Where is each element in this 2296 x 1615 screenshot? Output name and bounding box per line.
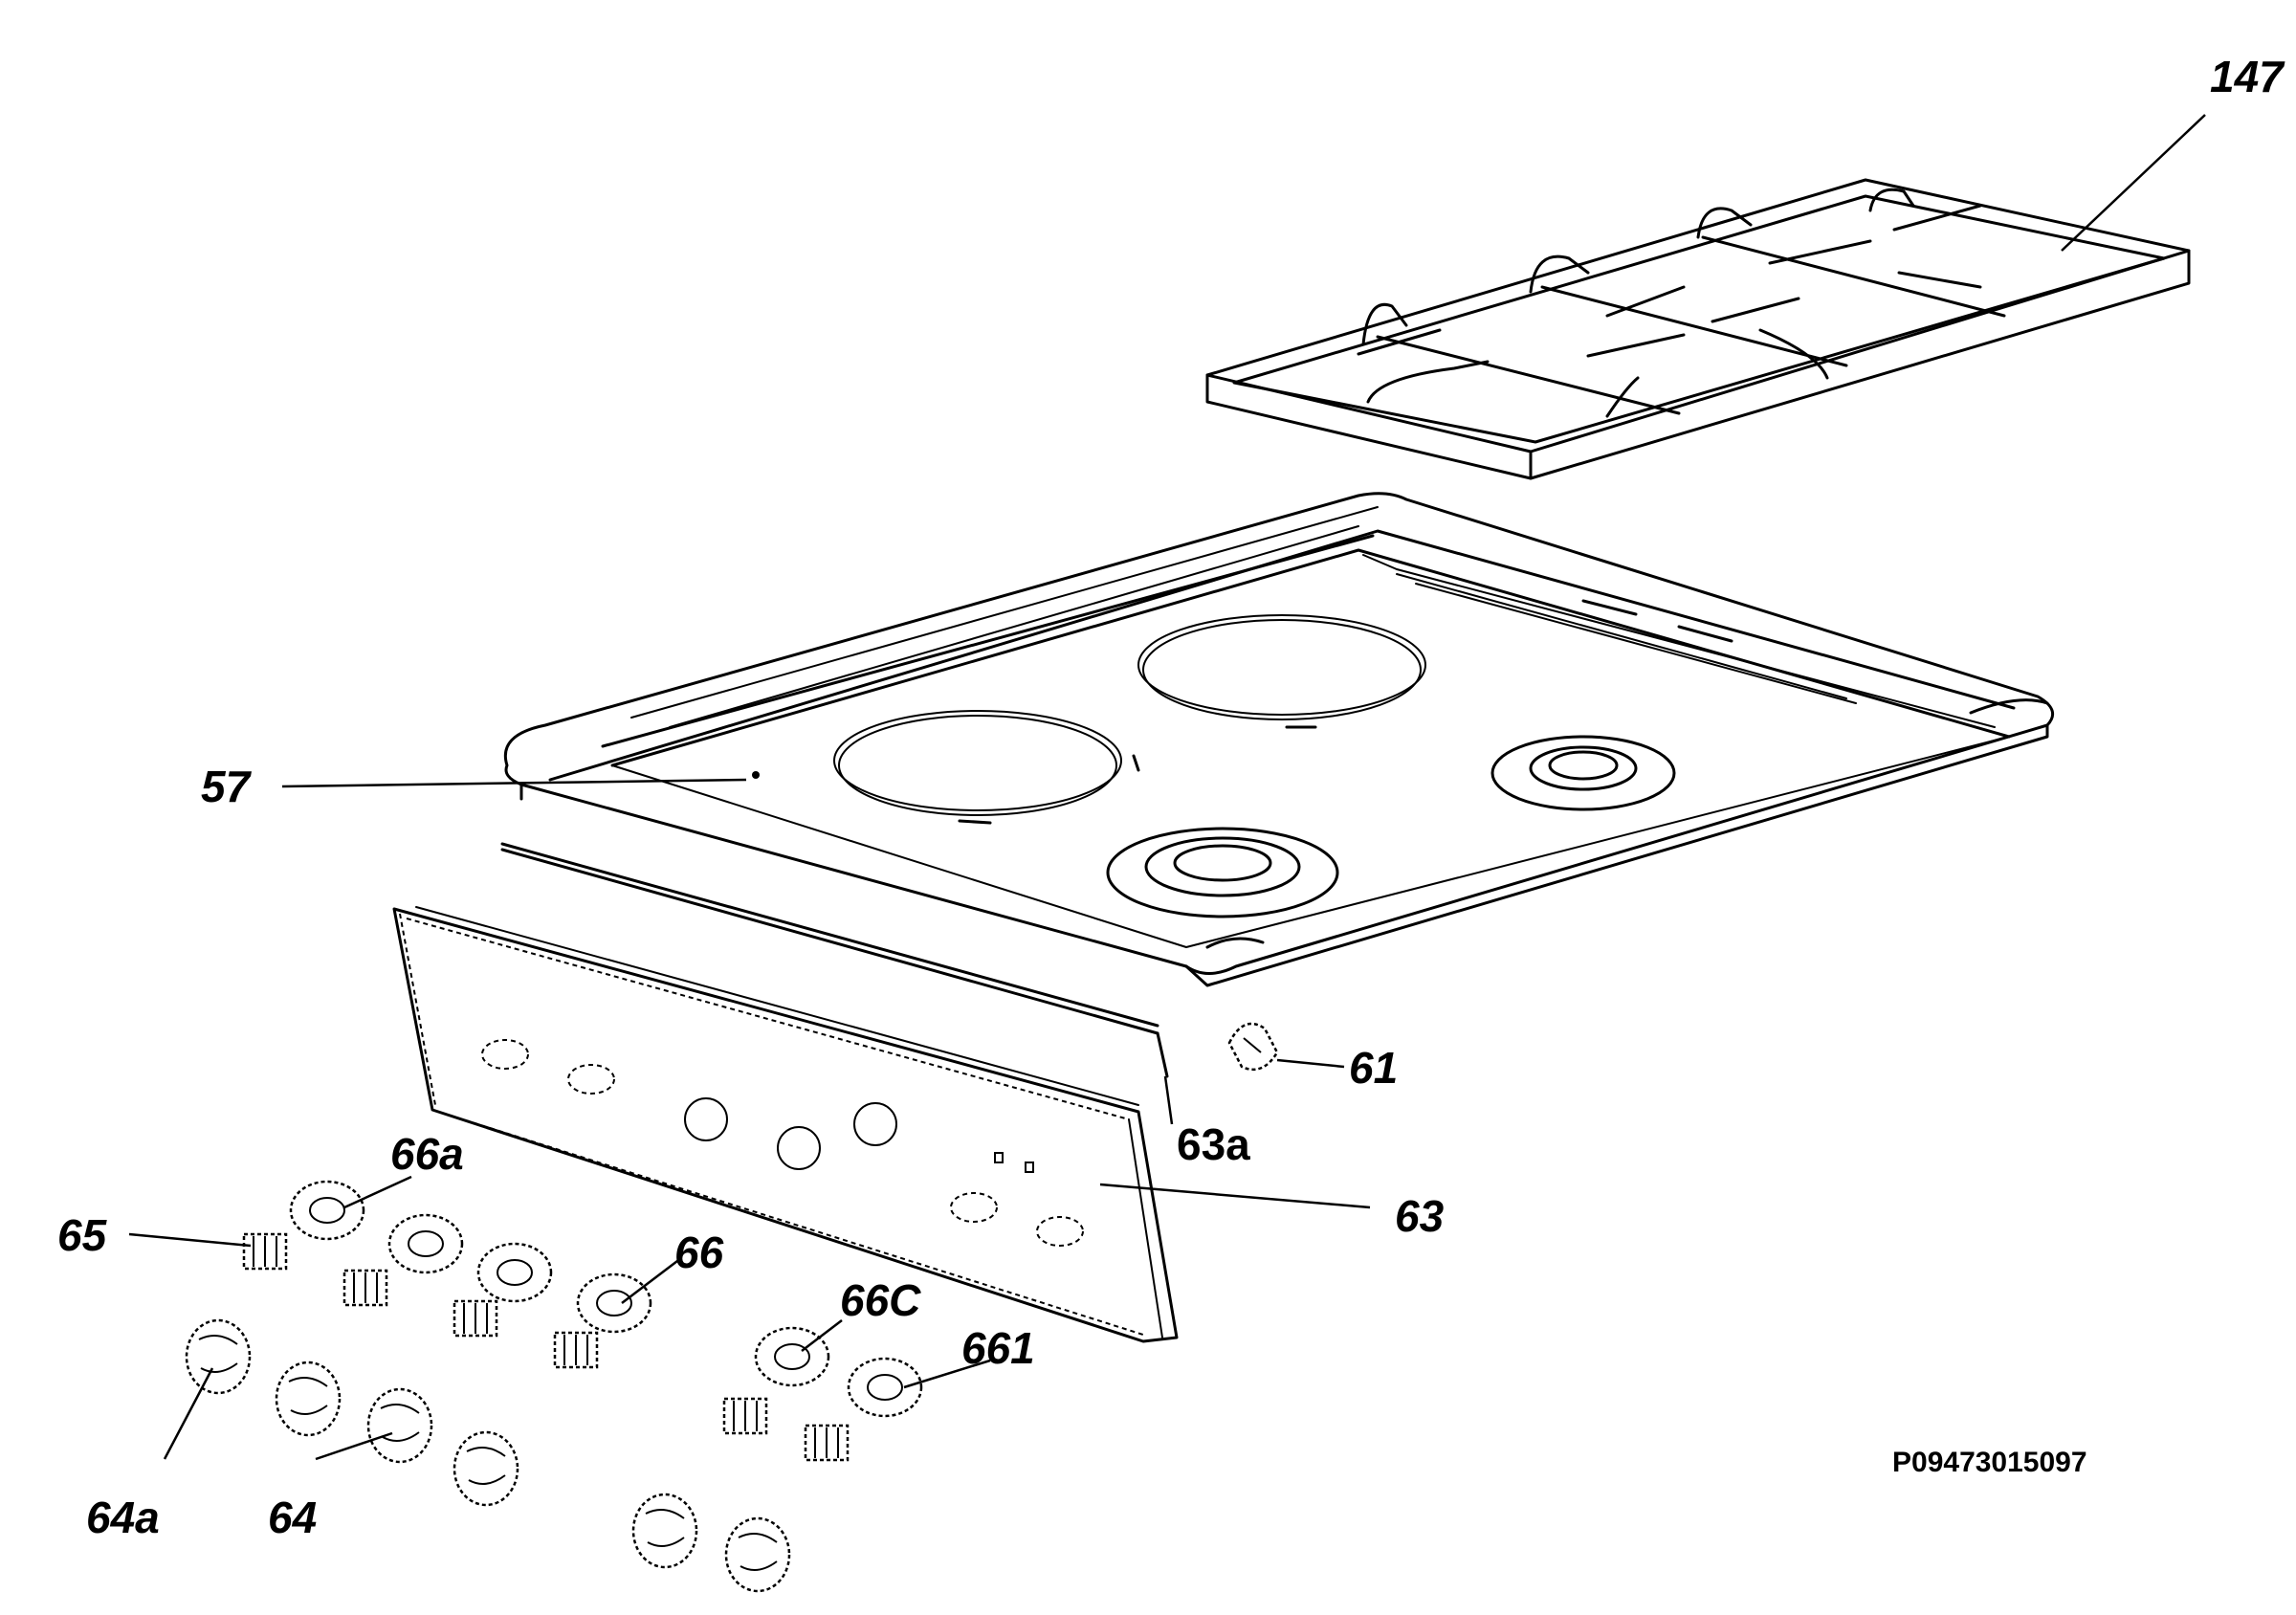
knob-6 <box>724 1516 791 1593</box>
label-57: 57 <box>201 762 253 811</box>
knob-rings <box>289 1180 923 1418</box>
label-64: 64 <box>268 1493 317 1542</box>
shaft-65 <box>242 1232 288 1271</box>
shaft-2 <box>342 1269 388 1307</box>
label-661: 661 <box>961 1323 1035 1373</box>
ring-3 <box>476 1242 553 1303</box>
shaft-5 <box>722 1397 768 1435</box>
ring-66 <box>576 1272 652 1334</box>
shaft-4 <box>553 1331 599 1369</box>
shaft-6 <box>804 1424 850 1462</box>
ring-661 <box>847 1357 923 1418</box>
seal-strip <box>500 842 1169 1078</box>
part-labels: 147 57 61 63a 63 66a 65 66 66C 661 64a 6… <box>57 52 2285 1542</box>
label-66C: 66C <box>840 1275 921 1325</box>
knob-64a <box>185 1318 252 1395</box>
knob-5 <box>631 1493 698 1569</box>
pan-support-grid <box>1205 178 2191 480</box>
control-panel <box>392 906 1179 1343</box>
ring-66a <box>289 1180 365 1241</box>
label-66: 66 <box>674 1228 724 1277</box>
label-63: 63 <box>1395 1191 1445 1241</box>
knob-64 <box>366 1387 433 1464</box>
label-66a: 66a <box>390 1129 464 1179</box>
knob-4 <box>453 1430 519 1507</box>
hob-top <box>504 492 2055 987</box>
label-63a: 63a <box>1177 1119 1250 1169</box>
label-61: 61 <box>1349 1043 1398 1093</box>
leader-lines <box>128 114 2206 1461</box>
label-65: 65 <box>57 1210 108 1260</box>
label-147: 147 <box>2210 52 2285 101</box>
clip-part <box>1227 1022 1279 1072</box>
knob-shafts <box>242 1232 850 1462</box>
diagram-reference-code: P09473015097 <box>1892 1447 2087 1478</box>
ring-66C <box>754 1326 830 1387</box>
shaft-3 <box>453 1299 498 1338</box>
ring-2 <box>387 1213 464 1274</box>
knob-2 <box>275 1361 342 1437</box>
control-knobs <box>185 1318 791 1593</box>
label-64a: 64a <box>86 1493 160 1542</box>
